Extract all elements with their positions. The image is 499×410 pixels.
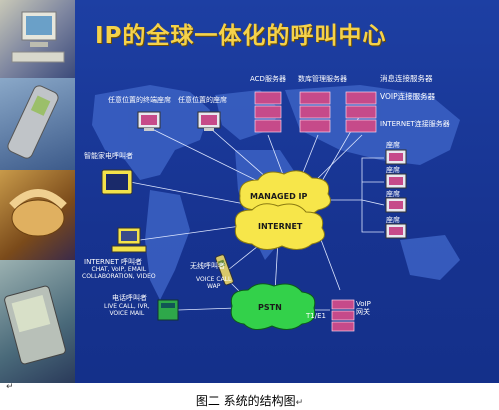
- internet-cloud-label: INTERNET: [258, 222, 303, 231]
- t1-e1-label: T1/E1: [306, 312, 326, 320]
- figure-caption: 图二 系统的结构图↵: [0, 392, 499, 409]
- acd-server-label: ACD服务器: [250, 75, 286, 83]
- seat-4-icon: [385, 223, 407, 239]
- desk-phone-icon: [157, 299, 179, 321]
- remote-terminal-1-icon: [137, 111, 161, 131]
- photo-strip: [0, 0, 75, 383]
- phone-caller-services: LIVE CALL, IVR, VOICE MAIL: [104, 303, 150, 317]
- pstn-cloud: [230, 283, 316, 330]
- wireless-phone-icon: [215, 254, 234, 286]
- remote-terminal-2-label: 任意位置的座席: [178, 96, 227, 104]
- db-mgmt-server-stack: [299, 91, 331, 133]
- caption-paragraph-mark: ↵: [295, 398, 304, 408]
- msg-server-label: 消息连接服务器: [380, 74, 433, 83]
- seat-2-label: 座席: [386, 166, 400, 174]
- remote-terminal-2-icon: [197, 111, 221, 131]
- internet-server-label: INTERNET连接服务器: [380, 120, 450, 128]
- page-title: IP的全球一体化的呼叫中心: [95, 23, 387, 49]
- msg-server-stack: [345, 91, 377, 133]
- db-mgmt-server-label: 数库管理服务器: [298, 75, 347, 83]
- acd-server-stack: [254, 91, 282, 133]
- seat-3-icon: [385, 197, 407, 213]
- remote-terminal-1-label: 任意位置的终端座席: [108, 96, 171, 104]
- seat-2-icon: [385, 173, 407, 189]
- internet-cloud: [234, 203, 325, 250]
- seat-4-label: 座席: [386, 216, 400, 224]
- smart-appliance-icon: [101, 169, 133, 195]
- seat-1-label: 座席: [386, 141, 400, 149]
- managed-ip-cloud-label: MANAGED IP: [250, 192, 308, 201]
- internet-caller-services: CHAT, VoIP, EMAIL COLLABORATION, VIDEO: [82, 266, 156, 280]
- voip-gateway-label: VoIP 网关: [356, 300, 371, 316]
- internet-caller-label: INTERNET 呼叫者: [84, 258, 143, 266]
- cellphone-photo: [0, 78, 75, 170]
- voip-server-label: VOIP连接服务器: [380, 92, 436, 101]
- phone-photo: [0, 170, 75, 260]
- pda-photo: [0, 260, 75, 383]
- voip-gateway-icon: [331, 299, 355, 332]
- seat-3-label: 座席: [386, 190, 400, 198]
- slide: IP的全球一体化的呼叫中心 ACD服务器 数库管理服务器 消息连接服务器 VOI…: [0, 0, 499, 383]
- seat-1-icon: [385, 149, 407, 165]
- wireless-caller-services: VOICE CALL WAP: [196, 276, 232, 290]
- internet-caller-pc-icon: [111, 227, 147, 253]
- architecture-diagram: [92, 85, 460, 332]
- phone-caller-label: 电话呼叫者: [112, 294, 147, 302]
- wireless-caller-label: 无线呼叫者: [190, 262, 225, 270]
- caption-text: 图二 系统的结构图: [195, 394, 296, 408]
- monitor-photo: [0, 0, 75, 78]
- pstn-cloud-label: PSTN: [258, 303, 282, 312]
- smart-appliance-label: 智能家电呼叫者: [84, 152, 133, 160]
- paragraph-mark: ↵: [6, 382, 14, 392]
